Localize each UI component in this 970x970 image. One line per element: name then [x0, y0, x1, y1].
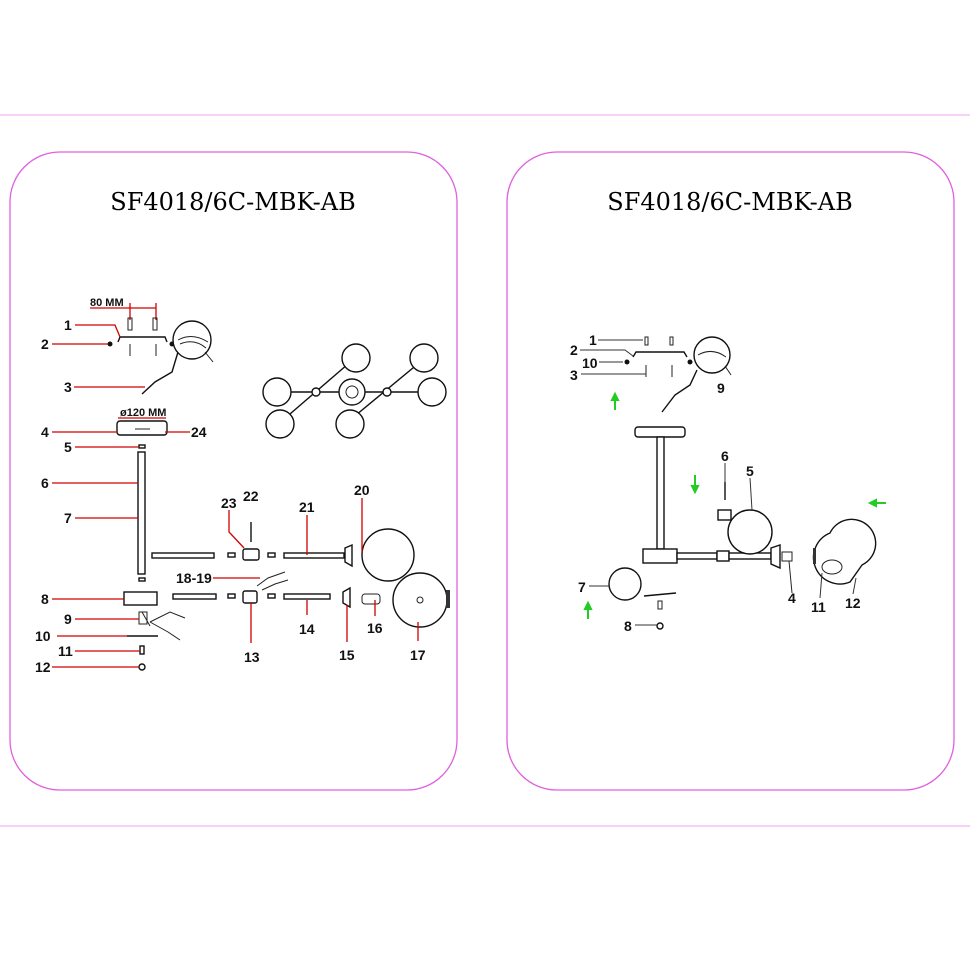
part-label-5: 5 [64, 439, 72, 455]
part-label-2: 2 [41, 336, 49, 352]
step-label-8: 8 [624, 618, 632, 634]
step-label-2: 2 [570, 342, 578, 358]
part-label-16: 16 [367, 620, 383, 636]
part-label-14: 14 [299, 621, 315, 637]
part-label-6: 6 [41, 475, 49, 491]
right-panel-title: SF4018/6C-MBK-AB [607, 188, 852, 216]
part-label-1: 1 [64, 317, 72, 333]
hub-body [123, 591, 158, 606]
right-panel-assembly-view: SF4018/6C-MBK-AB [506, 151, 955, 791]
step-label-11: 11 [811, 599, 826, 615]
canopy-diameter-dimension: ø120 MM [120, 407, 166, 419]
glass-shade-lower [392, 572, 448, 628]
part-label-8: 8 [41, 591, 49, 607]
part-label-9: 9 [64, 611, 72, 627]
step-label-4: 4 [788, 590, 796, 606]
part-label-10: 10 [35, 628, 51, 644]
left-panel-title: SF4018/6C-MBK-AB [110, 188, 355, 216]
down-rod [137, 451, 146, 575]
bracket-spacing-dimension: 80 MM [90, 297, 124, 309]
left-panel-frame [9, 151, 458, 791]
part-label-4: 4 [41, 424, 49, 440]
part-label-23: 23 [221, 495, 237, 511]
part-label-24: 24 [191, 424, 207, 440]
part-label-3: 3 [64, 379, 72, 395]
part-label-22: 22 [243, 488, 259, 504]
part-label-12: 12 [35, 659, 51, 675]
glass-shade-upper [361, 528, 415, 582]
part-label-17: 17 [410, 647, 426, 663]
left-arrow-icon [867, 498, 886, 508]
step-label-10: 10 [582, 355, 598, 371]
step-label-1: 1 [589, 332, 597, 348]
up-arrow-icon-2 [583, 600, 593, 619]
top-view-layout [262, 343, 447, 439]
up-arrow-icon [610, 391, 620, 410]
mounting-bracket [117, 336, 168, 343]
right-panel-frame [506, 151, 955, 791]
step-label-3: 3 [570, 367, 578, 383]
step-label-7: 7 [578, 579, 586, 595]
step-label-6: 6 [721, 448, 729, 464]
down-arrow-icon [690, 475, 700, 495]
step-label-9: 9 [717, 380, 725, 396]
part-label-7: 7 [64, 510, 72, 526]
part-label-20: 20 [354, 482, 370, 498]
part-label-21: 21 [299, 499, 315, 515]
part-label-18-19: 18-19 [176, 570, 212, 586]
step-label-12: 12 [845, 595, 861, 611]
part-label-13: 13 [244, 649, 260, 665]
wiring-detail-callout [172, 320, 212, 360]
canopy [116, 420, 168, 436]
part-label-11: 11 [58, 643, 73, 659]
step-label-5: 5 [746, 463, 754, 479]
left-panel-exploded-view: SF4018/6C-MBK-AB 80 MM ø120 MM [9, 151, 458, 791]
part-label-15: 15 [339, 647, 355, 663]
